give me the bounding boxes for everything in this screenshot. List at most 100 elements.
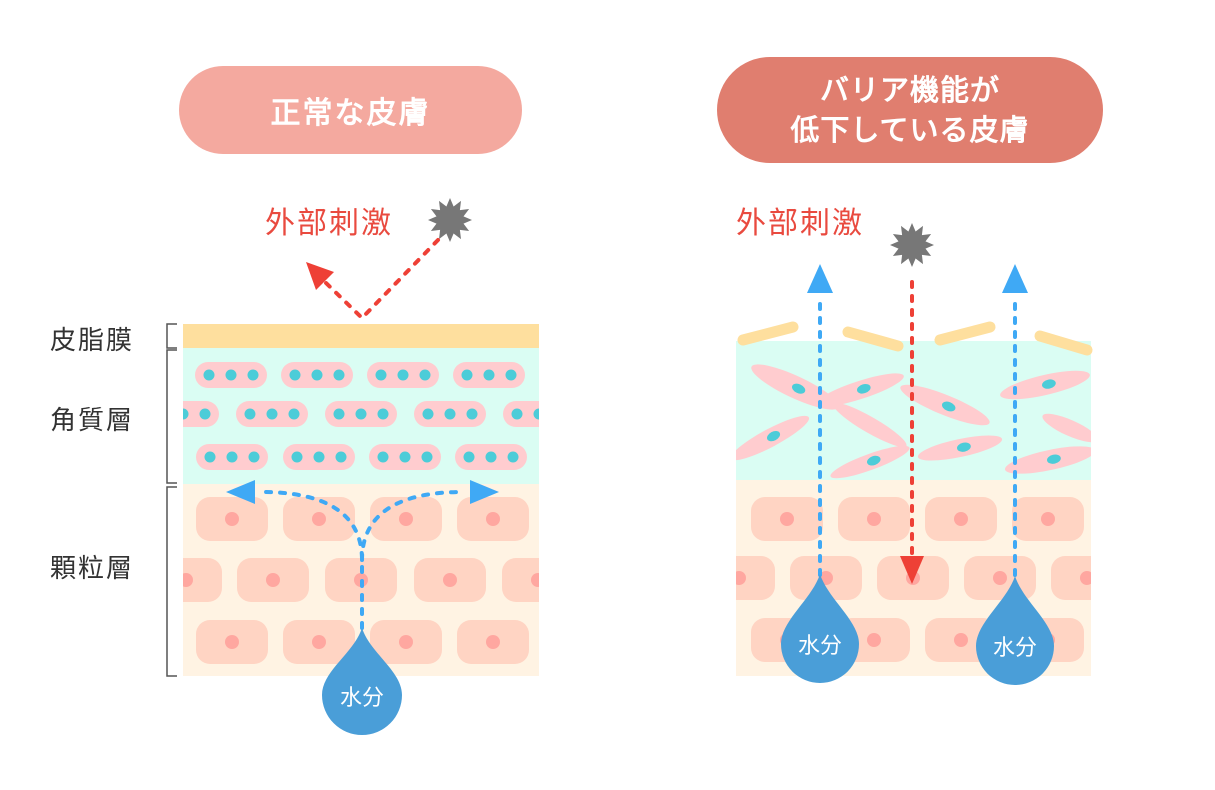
arrowhead-up-icon	[807, 264, 833, 293]
cell-nucleus	[419, 369, 431, 381]
flake-nucleus	[857, 383, 871, 394]
cell-nucleus	[421, 451, 433, 463]
sebum-fragment	[934, 321, 996, 346]
granular-nucleus	[399, 512, 413, 526]
sebum-fragment	[1034, 330, 1093, 356]
normal-water-label: 水分	[339, 686, 384, 711]
granular-nucleus	[486, 635, 500, 649]
flake-nucleus	[1042, 379, 1056, 389]
granular-nucleus	[954, 512, 968, 526]
cell-nucleus	[333, 408, 345, 420]
cell-nucleus	[313, 451, 325, 463]
granular-layer-label: 顆粒層	[50, 554, 135, 584]
cell-nucleus	[485, 451, 497, 463]
cell-nucleus	[507, 451, 519, 463]
granular-nucleus	[312, 635, 326, 649]
cell-nucleus	[244, 408, 256, 420]
arrowhead-down-icon	[900, 556, 924, 584]
cell-nucleus	[463, 451, 475, 463]
normal-stimulus-label: 外部刺激	[265, 206, 393, 241]
granular-nucleus	[993, 571, 1007, 585]
cell-nucleus	[226, 451, 238, 463]
normal-skin-cross-section	[156, 324, 567, 676]
cell-nucleus	[375, 369, 387, 381]
cell-nucleus	[203, 369, 215, 381]
granular-nucleus	[183, 573, 193, 587]
cell-nucleus	[377, 451, 389, 463]
granular-nucleus	[736, 571, 746, 585]
cell-nucleus	[505, 369, 517, 381]
cell-nucleus	[225, 369, 237, 381]
granular-nucleus	[867, 512, 881, 526]
flake-nucleus	[957, 442, 971, 452]
stimulus-reflect-arrow	[323, 238, 440, 321]
layer-bracket	[166, 486, 177, 677]
cell-nucleus	[377, 408, 389, 420]
granular-cell	[502, 558, 539, 602]
irritant-star-icon	[890, 223, 934, 267]
damaged-stimulus-label: 外部刺激	[736, 206, 864, 241]
cell-nucleus	[311, 369, 323, 381]
irritant-star-icon	[428, 198, 472, 242]
arrowhead-up-icon	[1002, 264, 1028, 293]
cell-nucleus	[533, 408, 539, 420]
flake-nucleus	[867, 455, 881, 466]
sebum-fragment	[737, 321, 799, 346]
granular-nucleus	[531, 573, 539, 587]
cell-nucleus	[247, 369, 259, 381]
normal-skin-title-text: 正常な皮膚	[270, 96, 431, 131]
normal-skin-title: 正常な皮膚	[179, 66, 522, 154]
damaged-water-label-1: 水分	[797, 634, 842, 659]
cell-nucleus	[355, 408, 367, 420]
sebum-layer-label: 皮脂膜	[50, 326, 135, 356]
cell-nucleus	[156, 409, 167, 420]
granular-cell	[1051, 556, 1091, 600]
granular-nucleus	[266, 573, 280, 587]
water-retained-arrow	[260, 490, 364, 630]
sebum-fragment	[842, 326, 904, 352]
cell-nucleus	[335, 451, 347, 463]
granular-nucleus	[867, 633, 881, 647]
damaged-skin-cross-section	[736, 341, 1091, 676]
cell-nucleus	[483, 369, 495, 381]
flake-nucleus	[942, 401, 956, 412]
cell-nucleus	[422, 408, 434, 420]
granular-cell	[736, 556, 775, 600]
horny-layer-label: 角質層	[50, 406, 135, 436]
layer-bracket	[166, 323, 177, 349]
cell-nucleus	[399, 451, 411, 463]
damaged-skin-title-line2: 低下している皮膚	[790, 113, 1030, 147]
granular-nucleus	[225, 512, 239, 526]
granular-nucleus	[954, 633, 968, 647]
damaged-water-label-2: 水分	[992, 636, 1037, 661]
damaged-skin-title: バリア機能が 低下している皮膚	[717, 57, 1103, 163]
cell-nucleus	[248, 451, 260, 463]
cell-nucleus	[183, 408, 189, 420]
cell-nucleus	[444, 408, 456, 420]
arrowhead-left-icon	[226, 480, 255, 504]
water-drop-icon	[322, 628, 402, 735]
granular-nucleus	[399, 635, 413, 649]
arrowhead-right-icon	[470, 480, 499, 504]
cell-nucleus	[291, 451, 303, 463]
cell-nucleus	[397, 369, 409, 381]
flake-nucleus	[1047, 454, 1061, 464]
water-drop-icon	[976, 576, 1054, 685]
damaged-skin-title-line1: バリア機能が	[819, 73, 1000, 107]
water-drop-icon	[781, 574, 859, 683]
granular-nucleus	[225, 635, 239, 649]
sebum-layer	[183, 324, 539, 348]
horny-flake	[1042, 413, 1091, 443]
granular-nucleus	[312, 512, 326, 526]
flake-nucleus	[792, 383, 806, 394]
layer-bracket	[166, 349, 177, 484]
granular-nucleus	[1041, 512, 1055, 526]
granular-cell	[183, 558, 222, 602]
cell-nucleus	[461, 369, 473, 381]
cell-nucleus	[204, 451, 216, 463]
cell-nucleus	[466, 408, 478, 420]
cell-nucleus	[556, 409, 567, 420]
cell-nucleus	[199, 408, 211, 420]
